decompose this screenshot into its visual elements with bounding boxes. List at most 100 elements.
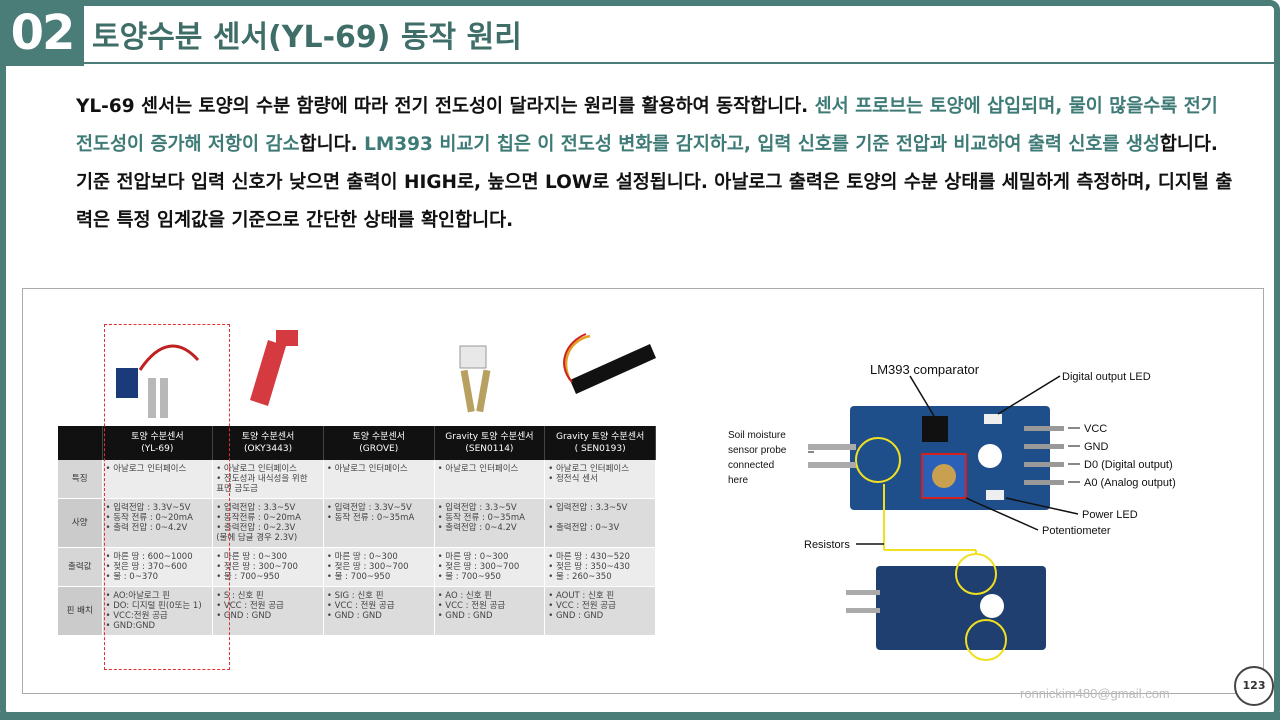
table-cell-line: • 마른 땅 : 0~300 [216,552,288,562]
table-cell-line: • VCC:전원 공급 [105,611,168,621]
yl69-highlight-box [104,324,230,670]
intro-text-1: YL-69 센서는 토양의 수분 함량에 따라 전기 전도성이 달라지는 원리를… [76,96,815,117]
table-cell: • 아날로그 인터페이스 [323,460,435,499]
table-row: 특징• 아날로그 인터페이스• 아날로그 인터페이스• 전도성과 내식성을 위한… [58,460,656,499]
table-cell-line: • 물 : 700~950 [437,572,501,582]
header-pin-gnd [1024,444,1064,449]
label-probe-3: connected [728,460,774,471]
table-cell-line: • 동작 전류 : 0~20mA [105,513,193,523]
table-row-label: 출력값 [58,547,103,587]
module-board-back [876,566,1046,650]
table-header-cell: 토양 수분센서 (GROVE) [323,426,435,460]
table-cell: • 아날로그 인터페이스 [434,460,546,499]
intro-paragraph: YL-69 센서는 토양의 수분 함량에 따라 전기 전도성이 달라지는 원리를… [76,88,1236,240]
footer-email: ronnickim480@gmail.com [1020,686,1170,701]
table-cell-line: • 젖은 땅 : 370~600 [105,562,188,572]
table-cell: • 마른 땅 : 0~300• 젖은 땅 : 300~700• 물 : 700~… [323,547,435,587]
steamedu-logo: 123 [1234,666,1274,706]
label-gnd: GND [1084,441,1109,453]
table-cell-line: • GND : GND [437,611,493,621]
mounting-hole-back [980,594,1004,618]
table-cell-line: • 마른 땅 : 0~300 [326,552,398,562]
probe-pin-1 [808,444,856,450]
label-a0: A0 (Analog output) [1084,477,1176,489]
table-cell-line: • 아날로그 인터페이스 [548,464,630,474]
table-cell-line: • VCC : 전원 공급 [437,601,506,611]
table-row: 출력값• 마른 땅 : 600~1000• 젖은 땅 : 370~600• 물 … [58,547,656,587]
table-cell-line: • 입력전압 : 3.3~5V [216,503,296,513]
table-cell: • AO:아날로그 핀• DO: 디지털 핀(0또는 1)• VCC:전원 공급… [102,586,214,636]
table-cell-line: • 동작 전류 : 0~35mA [437,513,525,523]
table-cell-line: • 전도성과 내식성을 위한 [216,474,308,484]
table-cell-line: • 출력 전압 : 0~4.2V [105,523,188,533]
label-vcc: VCC [1084,423,1107,435]
intro-highlight-2: LM393 비교기 칩은 이 전도성 변화를 감지하고, 입력 신호를 기준 전… [364,134,1160,155]
back-pin-2 [846,608,880,613]
slide-bottom-bar [0,712,1280,720]
table-cell: • 아날로그 인터페이스• 정전식 센서 [544,460,656,499]
digital-led-part [984,414,1002,424]
intro-highlight-1: 센서 프로브는 토양에 삽입되며, 물이 많을수록 전기 전도성이 증가해 저항… [76,96,1218,155]
table-cell-line: • VCC : 전원 공급 [548,601,616,611]
table-cell-line: • 물 : 260~350 [548,572,612,582]
resistor-highlight-2 [965,619,1007,661]
table-cell: • 입력전압 : 3.3V~5V• 동작 전류 : 0~35mA [323,498,435,548]
probe-connector-highlight [855,437,901,483]
table-cell: • 마른 땅 : 430~520• 젖은 땅 : 350~430• 물 : 26… [544,547,656,587]
table-row-label: 특징 [58,460,103,499]
table-cell: • AO : 신호 핀• VCC : 전원 공급• GND : GND [434,586,546,636]
title-divider [84,62,1274,64]
label-probe-2: sensor probe [728,445,787,456]
sensor-yl69-photo [116,344,200,418]
table-cell: • 입력전압 : 3.3V~5V• 동작 전류 : 0~20mA• 출력 전압 … [102,498,214,548]
table-row-label: 사양 [58,498,103,548]
table-cell-line: • GND : GND [326,611,382,621]
header-pin-d0 [1024,462,1064,467]
table-cell-line: • 아날로그 인터페이스 [326,464,408,474]
table-row-label: 핀 배치 [58,586,103,636]
sensor-comparison-table: 토양 수분센서 (YL-69)토양 수분센서 (OKY3443)토양 수분센서 … [58,426,656,636]
table-cell-line: • AO:아날로그 핀 [105,591,171,601]
table-cell-line: • DO: 디지털 핀(0또는 1) [105,601,202,611]
slide-title: 토양수분 센서(YL-69) 동작 원리 [92,20,522,55]
intro-text-2: 합니다. [299,134,365,155]
table-cell-line: • 물 : 0~370 [105,572,159,582]
table-cell-line: • 젖은 땅 : 300~700 [326,562,409,572]
table-cell: • SIG : 신호 핀• VCC : 전원 공급• GND : GND [323,586,435,636]
table-cell-line: • 입력전압 : 3.3~5V [548,503,628,513]
header-pin-a0 [1024,480,1064,485]
label-d0: D0 (Digital output) [1084,459,1173,471]
table-cell: • 마른 땅 : 0~300• 젖은 땅 : 300~700• 물 : 700~… [212,547,324,587]
table-cell-line: • 정전식 센서 [548,474,598,484]
table-cell: • 아날로그 인터페이스• 전도성과 내식성을 위한 표면 금도금 [212,460,324,499]
table-cell: • 마른 땅 : 0~300• 젖은 땅 : 300~700• 물 : 700~… [434,547,546,587]
spec-table: 토양 수분센서 (YL-69)토양 수분센서 (OKY3443)토양 수분센서 … [58,426,656,636]
label-potentiometer: Potentiometer [1042,525,1111,537]
table-cell: • 마른 땅 : 600~1000• 젖은 땅 : 370~600• 물 : 0… [102,547,214,587]
table-header-corner [58,426,103,460]
lm393-chip [922,416,948,442]
mounting-hole [978,444,1002,468]
table-cell: • S : 신호 핀• VCC : 전원 공급• GND : GND [212,586,324,636]
label-resistors: Resistors [804,539,850,551]
table-header-cell: Gravity 토양 수분센서 ( SEN0193) [544,426,656,460]
table-cell: • AOUT : 신호 핀• VCC : 전원 공급• GND : GND [544,586,656,636]
table-cell-line: • 마른 땅 : 430~520 [548,552,630,562]
table-cell-line: (물에 담글 경우 2.3V) [216,533,298,543]
table-cell-line: • 입력전압 : 3.3~5V [437,503,517,513]
table-cell: • 입력전압 : 3.3~5V• 동작 전류 : 0~35mA• 출력전압 : … [434,498,546,548]
label-probe-1: Soil moisture [728,430,786,441]
label-digital-led: Digital output LED [1062,371,1151,383]
table-cell-line: • 마른 땅 : 0~300 [437,552,509,562]
table-row: 사양• 입력전압 : 3.3V~5V• 동작 전류 : 0~20mA• 출력 전… [58,498,656,548]
table-cell-line: • VCC : 전원 공급 [216,601,284,611]
table-header-cell: 토양 수분센서 (OKY3443) [212,426,324,460]
table-cell-line: • 동작 전류 : 0~35mA [326,513,415,523]
table-cell-line: 표면 금도금 [216,484,258,494]
table-cell-line: • S : 신호 핀 [216,591,264,601]
probe-pin-2 [808,462,856,468]
yl69-module-diagram: LM393 comparator Digital output LED Soil… [728,362,1176,661]
table-cell-line: • VCC : 전원 공급 [326,601,395,611]
table-cell-line: • GND:GND [105,621,156,631]
table-cell-line: • 아날로그 인터페이스 [216,464,297,474]
